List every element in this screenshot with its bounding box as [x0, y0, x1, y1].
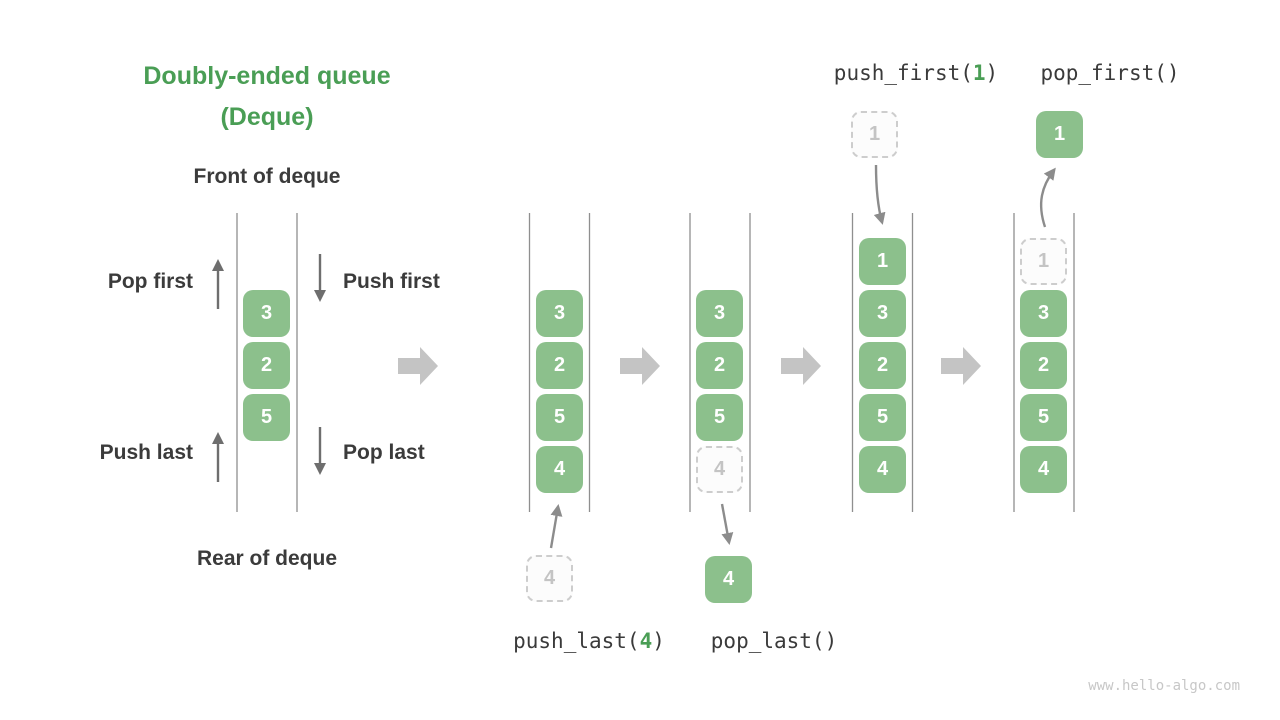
push-last-input-cell: 4	[526, 555, 573, 602]
operation-text: )	[652, 629, 665, 653]
push-first-operation-label: push_first(1)	[806, 61, 1026, 85]
deque-cell: 3	[696, 290, 743, 337]
deque-cell: 2	[536, 342, 583, 389]
deque-cell: 1	[1020, 238, 1067, 285]
operation-text: push_first(	[833, 61, 973, 85]
deque-cell: 5	[243, 394, 290, 441]
pop-last-operation-label: pop_last()	[664, 629, 884, 653]
rear-of-deque-label: Rear of deque	[196, 547, 338, 570]
deque-cell: 3	[1020, 290, 1067, 337]
watermark: www.hello-algo.com	[1088, 678, 1240, 694]
transition-arrow-icon	[620, 347, 660, 385]
push-first-label: Push first	[343, 270, 440, 293]
operation-text: )	[985, 61, 999, 85]
deque-cell: 5	[859, 394, 906, 441]
operation-arg: 1	[972, 61, 986, 85]
deque-cell: 1	[859, 238, 906, 285]
transition-arrow-icon	[781, 347, 821, 385]
deque-cell: 4	[1020, 446, 1067, 493]
operation-text: pop_first()	[1040, 61, 1180, 85]
deque-column-pop-last: 3 2 5 4	[696, 213, 743, 513]
pop-first-operation-label: pop_first()	[1000, 61, 1220, 85]
deque-cell: 3	[536, 290, 583, 337]
deque-cell: 5	[536, 394, 583, 441]
operation-text: pop_last()	[710, 629, 838, 653]
operation-text: push_last(	[513, 629, 640, 653]
queue-walls	[236, 213, 1075, 512]
push-last-label: Push last	[99, 441, 193, 464]
transition-arrow-icon	[398, 347, 438, 385]
pop-first-output-cell: 1	[1036, 111, 1083, 158]
title-line-2: (Deque)	[220, 103, 314, 131]
diagram-title: Doubly-ended queue (Deque)	[87, 56, 447, 138]
deque-column-push-last: 3 2 5 4	[536, 213, 583, 513]
deque-cell: 2	[859, 342, 906, 389]
operation-arg: 4	[639, 629, 653, 653]
deque-cell: 3	[243, 290, 290, 337]
deque-column-push-first: 1 3 2 5 4	[859, 213, 906, 513]
deque-cell: 4	[696, 446, 743, 493]
deque-cell: 5	[696, 394, 743, 441]
deque-cell: 2	[1020, 342, 1067, 389]
pop-last-label: Pop last	[343, 441, 425, 464]
transition-arrow-icon	[941, 347, 981, 385]
push-last-operation-label: push_last(4)	[479, 629, 699, 653]
deque-column-pop-first: 1 3 2 5 4	[1020, 213, 1067, 513]
push-last-op-arrow-icon	[549, 504, 563, 549]
deque-cell: 3	[859, 290, 906, 337]
pop-first-label: Pop first	[107, 270, 193, 293]
deque-cell: 2	[696, 342, 743, 389]
title-line-1: Doubly-ended queue	[143, 62, 391, 90]
deque-cell: 5	[1020, 394, 1067, 441]
front-of-deque-label: Front of deque	[193, 165, 341, 188]
deque-cell: 4	[859, 446, 906, 493]
deque-cell: 4	[536, 446, 583, 493]
deque-cell: 2	[243, 342, 290, 389]
deque-column-initial: 3 2 5	[243, 213, 290, 513]
pop-last-output-cell: 4	[705, 556, 752, 603]
push-first-input-cell: 1	[851, 111, 898, 158]
